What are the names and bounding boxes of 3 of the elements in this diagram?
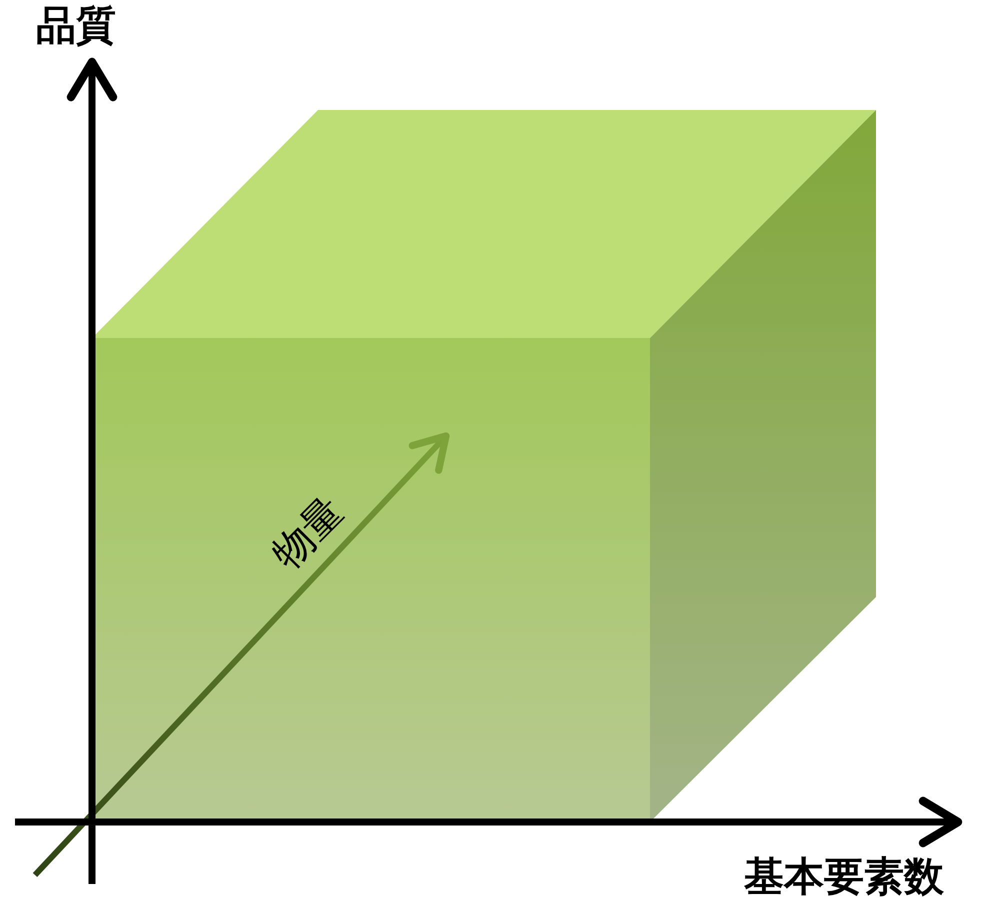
vertical-axis-label: 品質 [36, 6, 116, 46]
horizontal-axis-label: 基本要素数 [744, 857, 944, 897]
depth-axis-label: 物量 [266, 490, 350, 576]
